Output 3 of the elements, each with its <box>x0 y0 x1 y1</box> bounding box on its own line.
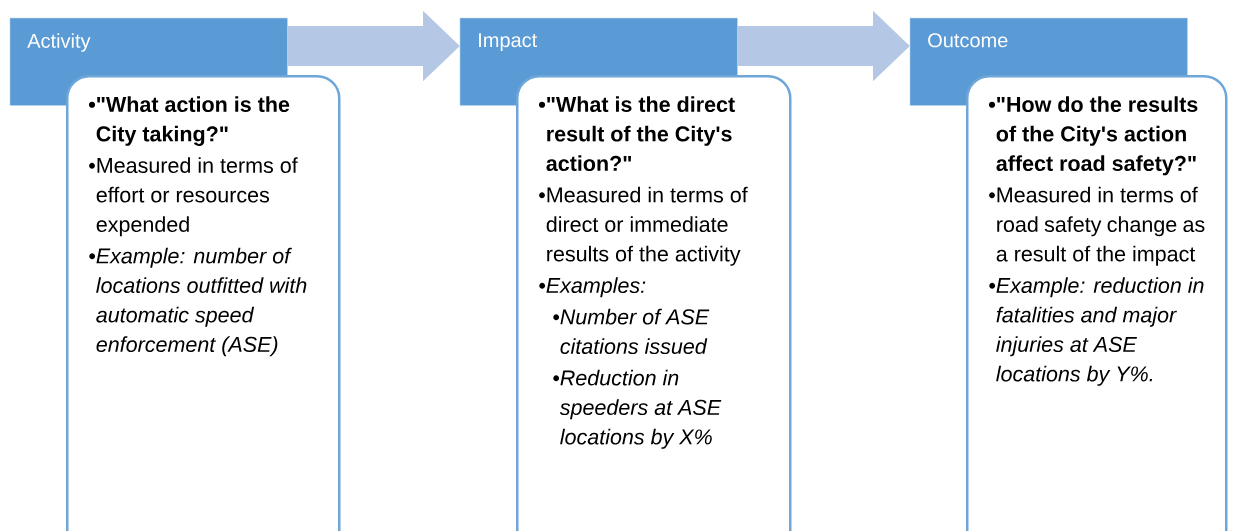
text-card: •"What action is the City taking?" •Measured in terms of effort or resources expended •Example: number of locations outfitted with automatic speed enforcement (ASE) <box>66 75 341 531</box>
text-card: •"What is the direct result of the City's action?" •Measured in terms of direct or immediate results of the activity •Examples: •Number of ASE citations issued •Reduction in speeders at ASE locations by X% <box>516 75 792 531</box>
text-card: •"How do the results of the City's action affect road safety?" •Measured in terms of road safety change as a result of the impact •Example: reduction in fatalities and major injuries at ASE locations by Y%. <box>966 75 1228 531</box>
